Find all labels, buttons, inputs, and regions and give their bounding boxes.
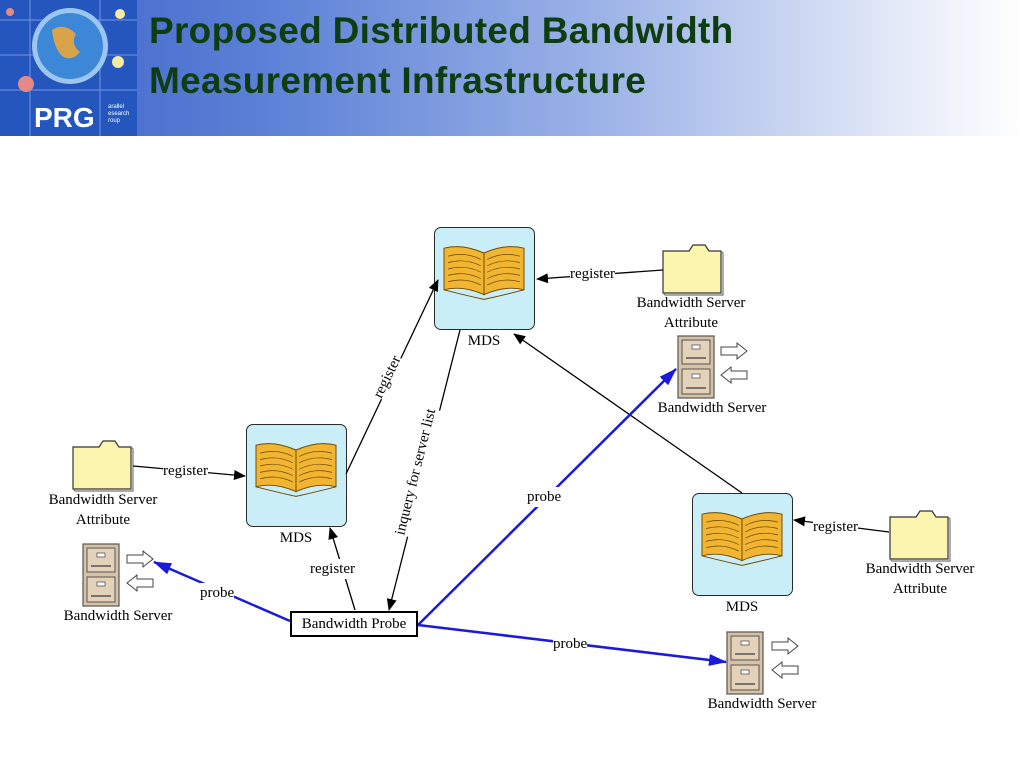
- slide-header: PRG arallel esearch roup Proposed Distri…: [0, 0, 1024, 136]
- title-line-2: Measurement Infrastructure: [149, 60, 647, 101]
- edge-label-register-probe: register: [310, 559, 355, 579]
- mds-book-icon-right: [701, 512, 783, 566]
- edge-label-probe-left: probe: [200, 583, 235, 603]
- folder-icon-left: [72, 440, 134, 492]
- mds-label-left: MDS: [279, 530, 313, 546]
- mds-label-top: MDS: [467, 333, 501, 349]
- bandwidth-server-label-bottom: Bandwidth Server: [707, 696, 817, 712]
- file-cabinet-icon-bottom: [726, 631, 764, 695]
- edge-label-probe-bottom: probe: [553, 634, 588, 654]
- folder-icon-right: [889, 510, 951, 562]
- title-line-1: Proposed Distributed Bandwidth: [149, 10, 734, 51]
- edge-label-register-right: register: [813, 517, 858, 537]
- transfer-arrows-icon-left: [126, 550, 154, 592]
- logo-subtext: arallel esearch roup: [108, 104, 130, 124]
- file-cabinet-icon-left: [82, 543, 120, 607]
- folder-icon-top: [662, 244, 724, 296]
- bandwidth-probe-node: Bandwidth Probe: [290, 611, 418, 637]
- edge-label-register-top: register: [570, 264, 615, 284]
- bandwidth-server-label-left: Bandwidth Server: [63, 608, 173, 624]
- edge-label-probe-top: probe: [527, 487, 562, 507]
- mds-label-right: MDS: [725, 599, 759, 615]
- server-attribute-label-top: Bandwidth Server Attribute: [636, 295, 746, 331]
- bandwidth-server-label-top: Bandwidth Server: [657, 400, 767, 416]
- server-attribute-label-right: Bandwidth Server Attribute: [865, 561, 975, 597]
- mds-book-icon-left: [255, 443, 337, 497]
- globe-logo-icon: [0, 0, 137, 136]
- slide-title: Proposed Distributed Bandwidth Measureme…: [149, 6, 734, 106]
- mds-book-icon-top: [443, 246, 525, 300]
- transfer-arrows-icon-top: [720, 342, 748, 384]
- file-cabinet-icon-top: [677, 335, 715, 399]
- edge-mds-right-to-top: [513, 333, 743, 494]
- prg-logo: PRG arallel esearch roup: [0, 0, 137, 136]
- edge-label-register-left: register: [163, 461, 208, 481]
- logo-text: PRG: [34, 102, 95, 133]
- server-attribute-label-left: Bandwidth Server Attribute: [48, 492, 158, 528]
- transfer-arrows-icon-bottom: [771, 637, 799, 679]
